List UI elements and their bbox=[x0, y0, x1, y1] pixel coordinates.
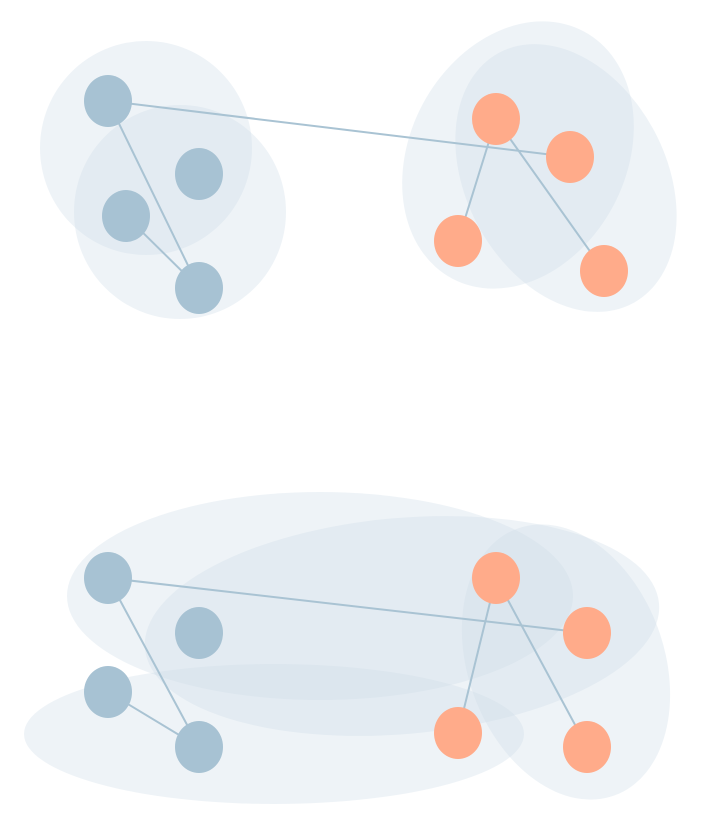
top-group-hull-2 bbox=[74, 105, 286, 319]
bottom-node-a2 bbox=[175, 607, 223, 659]
top-node-b2 bbox=[546, 131, 594, 183]
bottom-group-hull-2 bbox=[144, 516, 660, 736]
bottom-node-b2 bbox=[563, 607, 611, 659]
top-edge-a1-a4 bbox=[107, 100, 200, 289]
top-edge-b1-b4 bbox=[495, 118, 605, 272]
bottom-edge-b1-b3 bbox=[457, 577, 497, 734]
top-node-a2 bbox=[175, 148, 223, 200]
top-node-a3 bbox=[102, 190, 150, 242]
top-node-b4 bbox=[580, 245, 628, 297]
nodes bbox=[84, 75, 628, 773]
bottom-edge-a1-b2 bbox=[107, 577, 588, 634]
bottom-node-b3 bbox=[434, 707, 482, 759]
top-node-a1 bbox=[84, 75, 132, 127]
top-node-b1 bbox=[472, 93, 520, 145]
bottom-group-hull-3 bbox=[24, 664, 524, 804]
bottom-node-b1 bbox=[472, 552, 520, 604]
top-edge-a1-b2 bbox=[107, 100, 571, 158]
bottom-edge-a1-a4 bbox=[107, 577, 200, 748]
bottom-node-a4 bbox=[175, 721, 223, 773]
bottom-node-a1 bbox=[84, 552, 132, 604]
top-node-b3 bbox=[434, 215, 482, 267]
bottom-node-b4 bbox=[563, 721, 611, 773]
bottom-node-a3 bbox=[84, 666, 132, 718]
bottom-edge-b1-b4 bbox=[495, 577, 588, 748]
top-node-a4 bbox=[175, 262, 223, 314]
